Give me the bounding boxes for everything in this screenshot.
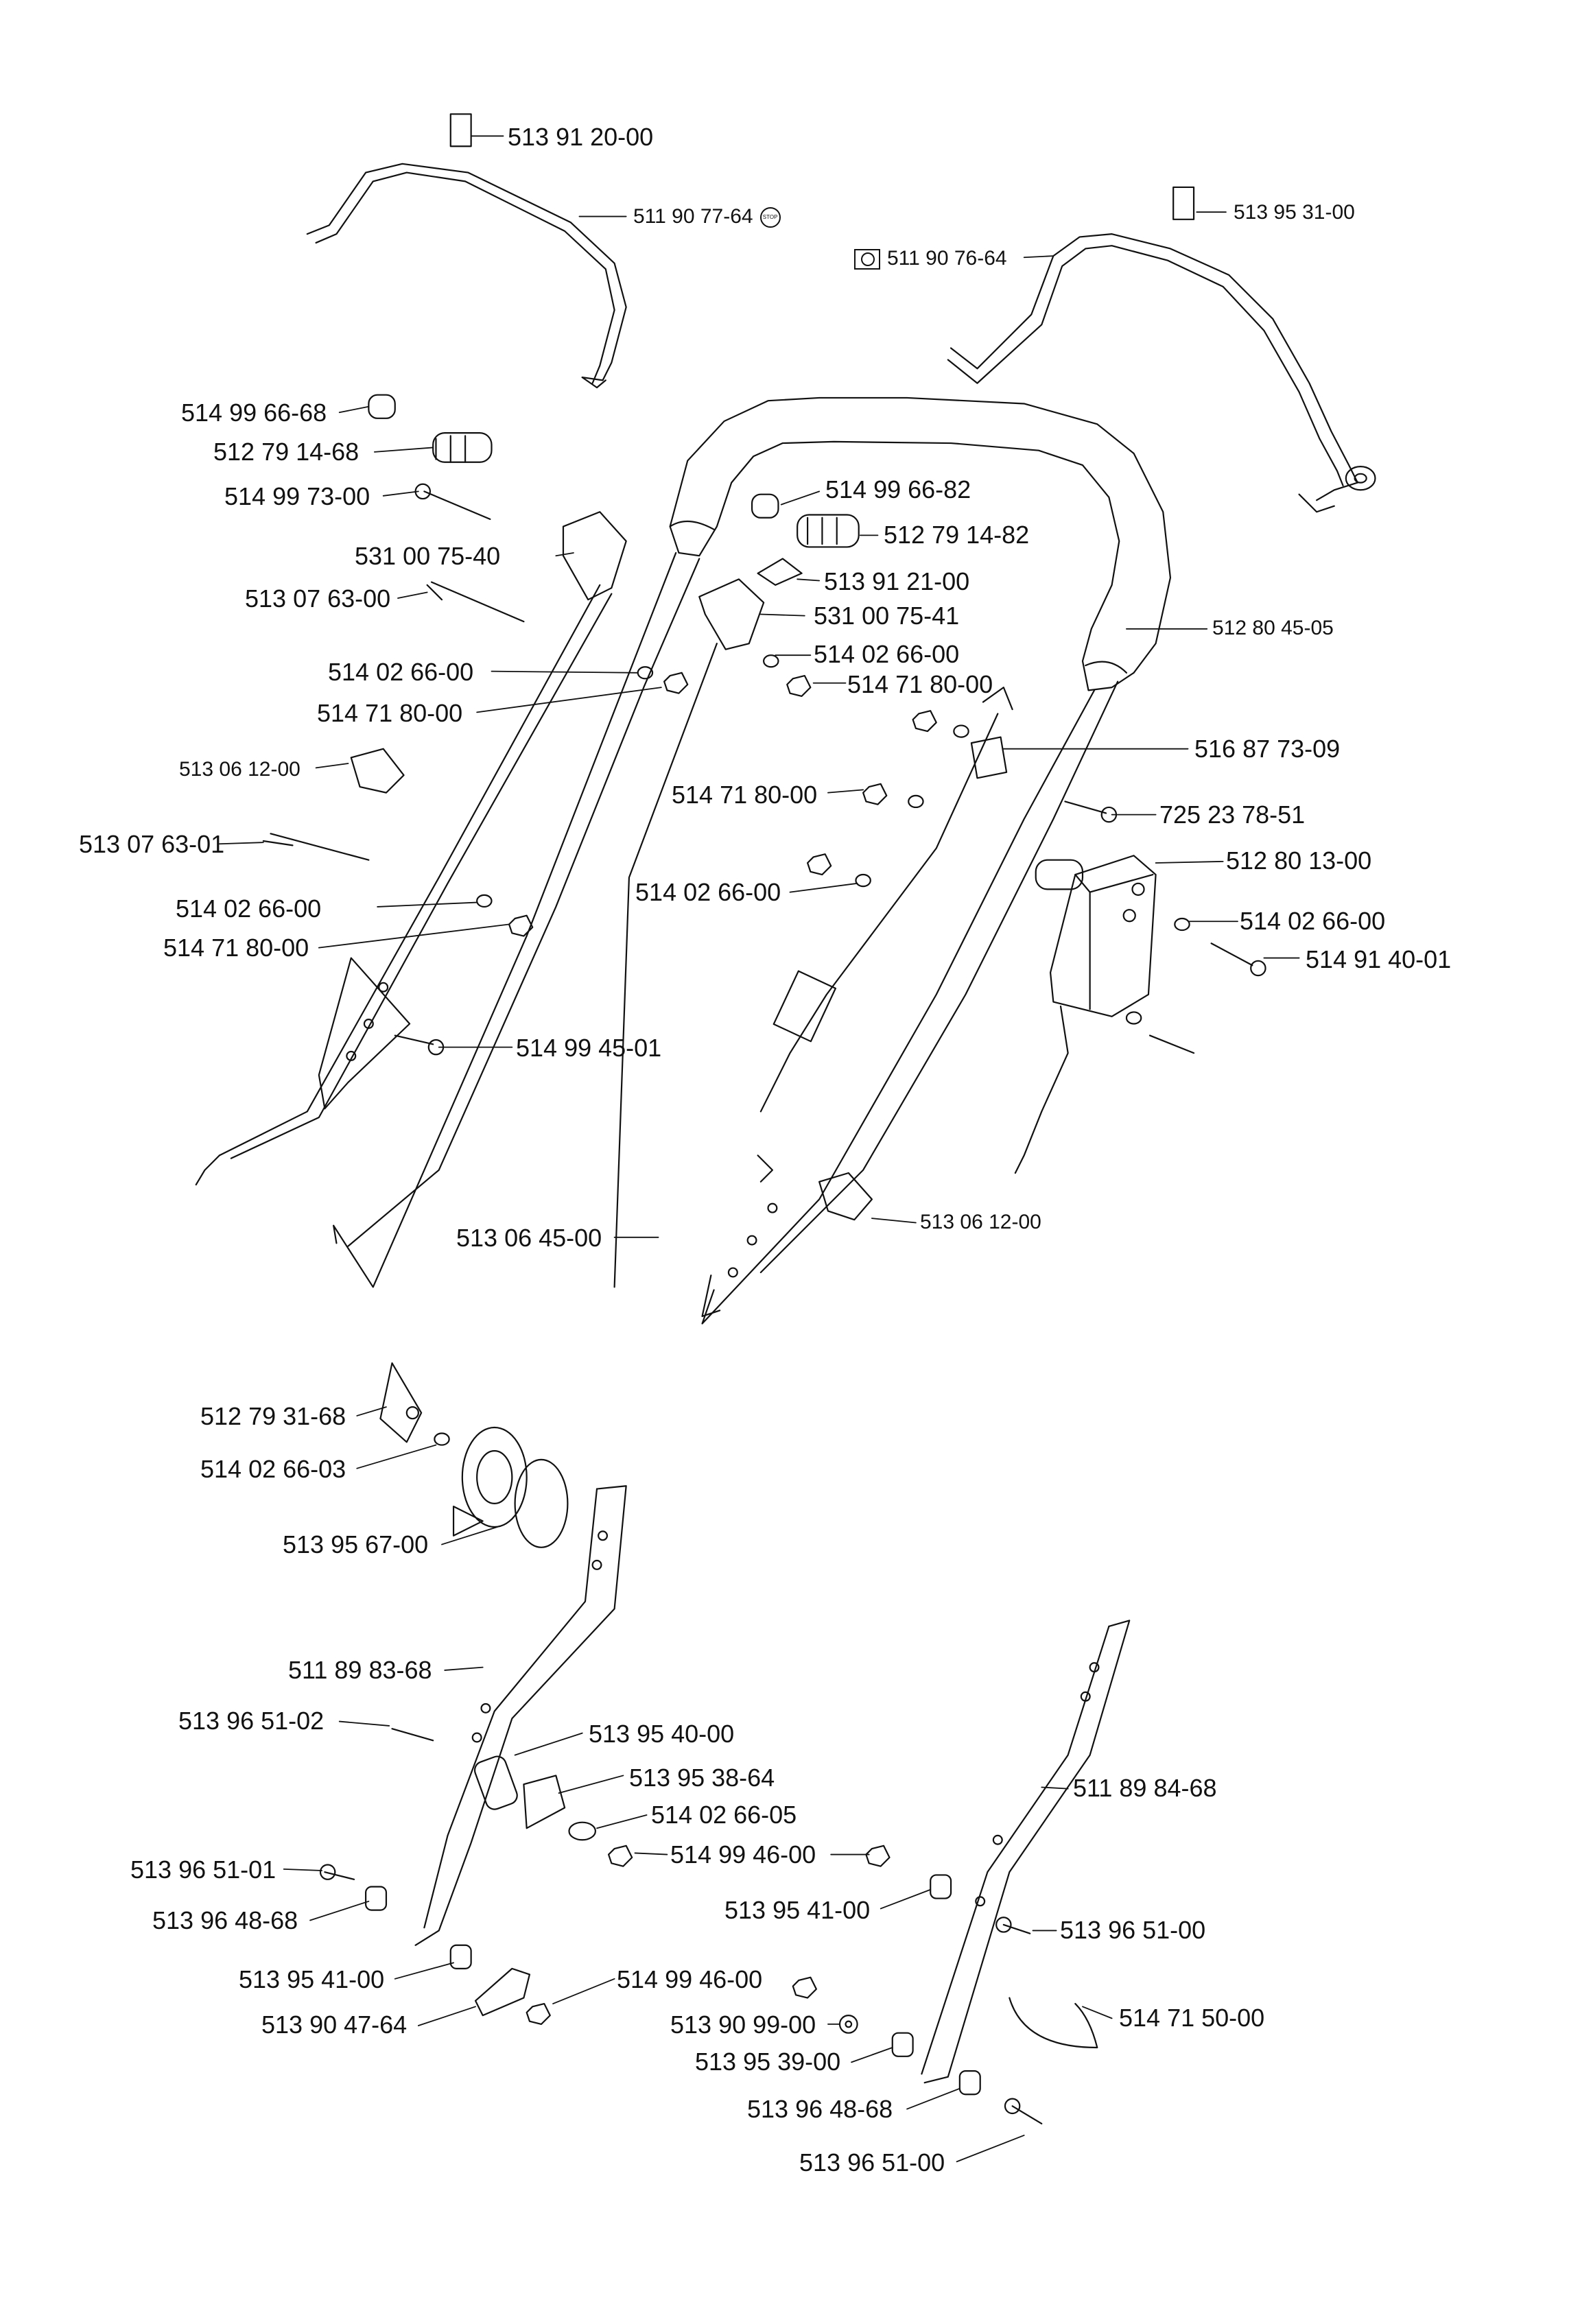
label-514718000c: 514 71 80-00	[672, 781, 818, 809]
height-adjuster-513956700	[453, 1427, 567, 1548]
label-513965101: 513 96 51-01	[130, 1855, 276, 1884]
camera-icon	[854, 249, 880, 270]
cable-guide-plate	[319, 958, 410, 1109]
label-725237851: 725 23 78-51	[1159, 801, 1306, 829]
label-513954000: 513 95 40-00	[589, 1720, 735, 1748]
stop-sign-icon: STOP	[759, 207, 781, 228]
label-514718000b: 514 71 80-00	[847, 670, 993, 698]
label-513964868b: 513 96 48-68	[747, 2095, 893, 2123]
label-514026603: 514 02 66-03	[200, 1455, 346, 1483]
lower-handle-right-511898468	[921, 1620, 1129, 2083]
label-511907764: 511 90 77-64 STOP	[633, 206, 781, 228]
label-513076301: 513 07 63-01	[79, 830, 225, 858]
upper-handle-tube	[333, 398, 1170, 1324]
label-513912000: 513 91 20-00	[508, 123, 654, 151]
label-513956700: 513 95 67-00	[283, 1530, 429, 1558]
label-512791482: 512 79 14-82	[884, 521, 1030, 549]
label-513061200a: 513 06 12-00	[179, 758, 300, 781]
label-513965102: 513 96 51-02	[178, 1707, 325, 1735]
label-514026600d: 514 02 66-00	[635, 878, 781, 906]
label-514715000: 514 71 50-00	[1119, 2004, 1265, 2032]
decal-513912000	[451, 114, 471, 146]
label-513953100: 513 95 31-00	[1234, 201, 1355, 224]
label-514718000a: 514 71 80-00	[317, 699, 463, 727]
label-513954100a: 513 95 41-00	[724, 1896, 871, 1924]
label-514994501: 514 99 45-01	[516, 1034, 662, 1062]
label-531007541: 531 00 75-41	[814, 602, 960, 630]
label-513076300: 513 07 63-00	[245, 584, 391, 613]
label-513953864: 513 95 38-64	[629, 1764, 775, 1792]
label-512804505: 512 80 45-05	[1212, 617, 1334, 639]
label-513964868a: 513 96 48-68	[152, 1906, 298, 1934]
label-513904764: 513 90 47-64	[261, 2011, 408, 2039]
label-516877309: 516 87 73-09	[1194, 735, 1341, 763]
lower-handle-left-511898368	[416, 1486, 626, 1945]
label-514026600e: 514 02 66-00	[1240, 907, 1386, 935]
control-cable-right	[615, 643, 1013, 1287]
stop-bar-left	[307, 164, 626, 388]
label-512793168: 512 79 31-68	[200, 1402, 346, 1430]
label-513965100a: 513 96 51-00	[1060, 1916, 1206, 1944]
label-514994600a: 514 99 46-00	[670, 1840, 816, 1869]
label-513954100b: 513 95 41-00	[239, 1965, 385, 1993]
label-512791468: 512 79 14-68	[213, 438, 359, 466]
control-cable-left	[196, 585, 612, 1243]
upper-handle-assembly	[196, 114, 1376, 1323]
label-514997300: 514 99 73-00	[224, 482, 370, 510]
label-514996682: 514 99 66-82	[825, 475, 971, 503]
decal-513953100	[1173, 187, 1194, 220]
label-513064500: 513 06 45-00	[456, 1224, 602, 1252]
lower-handle-assembly	[320, 1363, 1129, 2124]
label-514914001: 514 91 40-01	[1306, 945, 1452, 973]
label-514026600b: 514 02 66-00	[814, 640, 960, 668]
control-box-512801300	[1015, 855, 1266, 1173]
label-511907764-text: 511 90 77-64	[633, 205, 753, 228]
label-511898368: 511 89 83-68	[288, 1656, 432, 1684]
label-511907664-text: 511 90 76-64	[887, 247, 1007, 270]
label-531007540: 531 00 75-40	[355, 542, 501, 570]
label-514718000d: 514 71 80-00	[163, 934, 309, 962]
label-514996668: 514 99 66-68	[181, 399, 327, 427]
label-513912100: 513 91 21-00	[824, 567, 970, 595]
label-512801300: 512 80 13-00	[1226, 846, 1372, 875]
label-514026600c: 514 02 66-00	[176, 894, 322, 923]
label-513061200b: 513 06 12-00	[920, 1211, 1041, 1233]
leader-lines	[220, 136, 1299, 2161]
label-514994600b: 514 99 46-00	[617, 1965, 763, 1993]
spring-514715000	[1009, 1998, 1097, 2048]
label-511898468: 511 89 84-68	[1073, 1774, 1217, 1802]
knob-512793168	[380, 1363, 421, 1442]
label-511907664: 511 90 76-64	[854, 248, 1007, 270]
stop-bar-right	[948, 234, 1376, 512]
label-514026600a: 514 02 66-00	[328, 658, 474, 686]
label-513965100b: 513 96 51-00	[799, 2148, 945, 2177]
label-514026605: 514 02 66-05	[651, 1801, 797, 1829]
label-513953900: 513 95 39-00	[695, 2048, 841, 2076]
label-513909900: 513 90 99-00	[670, 2011, 816, 2039]
